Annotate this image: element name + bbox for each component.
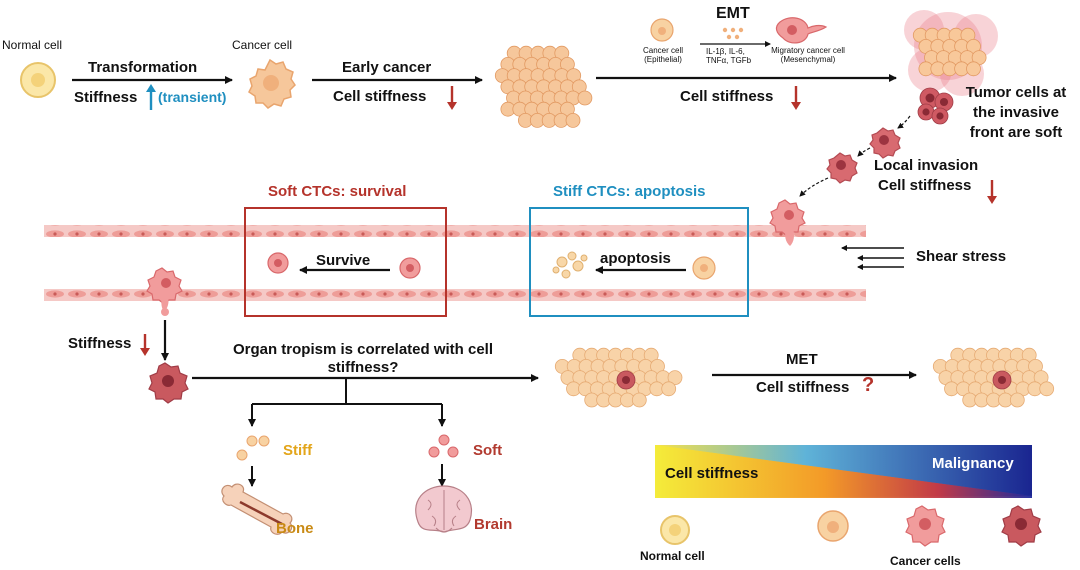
emt-migratory-label: Migratory cancer cell xyxy=(771,46,845,55)
metastatic-tissue-2 xyxy=(932,347,1055,408)
stiffness-left-label: Stiffness xyxy=(68,335,132,352)
emt-cancer-cell-label: Cancer cell xyxy=(642,46,683,55)
legend-cell-stiffness: Cell stiffness xyxy=(665,465,759,482)
cell-stiffness-met-label: Cell stiffness xyxy=(756,379,850,396)
tissue-cell xyxy=(631,392,647,408)
vessel-wall-bottom xyxy=(44,289,866,301)
invasion-arrow-3 xyxy=(799,177,829,197)
brain-label: Brain xyxy=(474,516,513,533)
tumor-soft-line1: Tumor cells at xyxy=(965,84,1067,101)
apoptosis-label: apoptosis xyxy=(600,250,671,267)
bone-label: Bone xyxy=(276,520,314,537)
brain-icon xyxy=(415,485,472,533)
cluster-cell xyxy=(577,90,593,106)
emt-cytokines-line2: TNFα, TGFb xyxy=(706,56,752,65)
stiffness-down-arrow-2 xyxy=(791,86,801,110)
legend-cancer-cell-1 xyxy=(817,510,849,542)
tissue-cell xyxy=(1009,392,1025,408)
metastatic-nucleus xyxy=(998,376,1006,384)
tumor-soft-line2: the invasive xyxy=(973,104,1059,121)
transient-label: (transient) xyxy=(158,89,227,105)
early-cancer-label: Early cancer xyxy=(342,59,432,76)
normal-cell-top xyxy=(20,62,56,98)
metastatic-nucleus xyxy=(622,376,630,384)
apoptotic-cell-fragments xyxy=(552,251,588,279)
invasive-nucleus xyxy=(922,108,930,116)
legend-cancer-cell-2 xyxy=(905,505,946,547)
met-question-mark: ? xyxy=(862,374,875,396)
ctc-dark-cell xyxy=(148,362,189,404)
soft-ctc-cell-right xyxy=(399,257,421,279)
cancer-cell-label: Cancer cell xyxy=(232,38,293,52)
stiff-ctc-title: Stiff CTCs: apoptosis xyxy=(553,183,706,200)
invading-cell-1 xyxy=(869,127,901,159)
soft-ctc-box xyxy=(244,207,447,317)
stiff-cells-group xyxy=(236,435,270,461)
cluster-cell xyxy=(565,113,581,128)
invasion-arrow-2 xyxy=(857,147,871,157)
tropism-question-line2: stiffness? xyxy=(327,359,399,376)
shear-stress-label: Shear stress xyxy=(916,248,1007,265)
stiff-ctc-box xyxy=(529,207,749,317)
cell-stiffness-label-1: Cell stiffness xyxy=(333,88,427,105)
emt-mesenchymal-label: (Mesenchymal) xyxy=(780,55,836,64)
invading-cell-2 xyxy=(826,152,858,184)
met-label: MET xyxy=(786,351,818,368)
tropism-branch xyxy=(248,378,446,427)
legend-cancer-cell-3 xyxy=(1001,505,1042,547)
intravasating-cell xyxy=(769,199,806,246)
tumor-cluster-top xyxy=(494,45,593,128)
emt-title: EMT xyxy=(716,5,750,22)
cell-stiffness-label-3: Cell stiffness xyxy=(878,177,972,194)
legend-cancer-cells-label: Cancer cells xyxy=(890,554,961,568)
invasive-nucleus xyxy=(939,97,949,107)
emt-cytokines-line1: IL-1β, IL-6, xyxy=(706,47,745,56)
tissue-cell xyxy=(661,381,677,397)
cell-stiffness-label-2: Cell stiffness xyxy=(680,88,774,105)
soft-ctc-title: Soft CTCs: survival xyxy=(268,183,407,200)
soft-label: Soft xyxy=(473,442,503,459)
cluster-cell xyxy=(966,61,981,77)
metastatic-tissue-1 xyxy=(554,347,683,408)
transformation-label: Transformation xyxy=(88,59,198,76)
legend-normal-cell xyxy=(660,515,690,545)
stiffness-down-arrow-3 xyxy=(987,180,997,204)
normal-cell-label: Normal cell xyxy=(2,38,63,52)
stiffness-label: Stiffness xyxy=(74,89,138,106)
cancer-cell-top xyxy=(248,58,296,109)
shear-stress-arrows xyxy=(841,245,904,270)
legend-normal-cell-label: Normal cell xyxy=(640,549,705,563)
vessel-wall-top xyxy=(44,225,866,237)
tumor-soft-line3: front are soft xyxy=(969,124,1063,141)
tissue-cell xyxy=(667,370,683,386)
survive-label: Survive xyxy=(316,252,371,269)
soft-ctc-cell-left xyxy=(267,252,289,274)
invasion-arrow-1 xyxy=(897,115,911,129)
local-invasion-label: Local invasion xyxy=(874,157,979,174)
emt-epithelial-cell xyxy=(650,18,674,42)
emt-epithelial-label: (Epithelial) xyxy=(644,55,682,64)
tissue-cell xyxy=(1039,381,1055,397)
emt-cytokine-dots xyxy=(722,27,744,40)
scale-warm-underlay xyxy=(655,445,1032,498)
extravasating-cell xyxy=(146,267,183,316)
emt-mesenchymal-cell xyxy=(775,17,828,44)
stiffness-down-arrow-4 xyxy=(140,334,150,356)
transient-up-arrow xyxy=(146,84,156,110)
tropism-question-line1: Organ tropism is correlated with cell xyxy=(232,341,494,358)
stiffness-down-arrow-1 xyxy=(447,86,457,110)
stiff-label: Stiff xyxy=(283,442,313,459)
invasive-nucleus xyxy=(925,93,935,103)
bone-icon xyxy=(221,483,293,535)
soft-cells-group xyxy=(428,434,459,458)
legend-malignancy: Malignancy xyxy=(932,455,1014,472)
invasive-tumor-cluster xyxy=(904,10,998,125)
invasive-nucleus xyxy=(936,112,944,120)
stiff-ctc-cell xyxy=(692,256,716,280)
